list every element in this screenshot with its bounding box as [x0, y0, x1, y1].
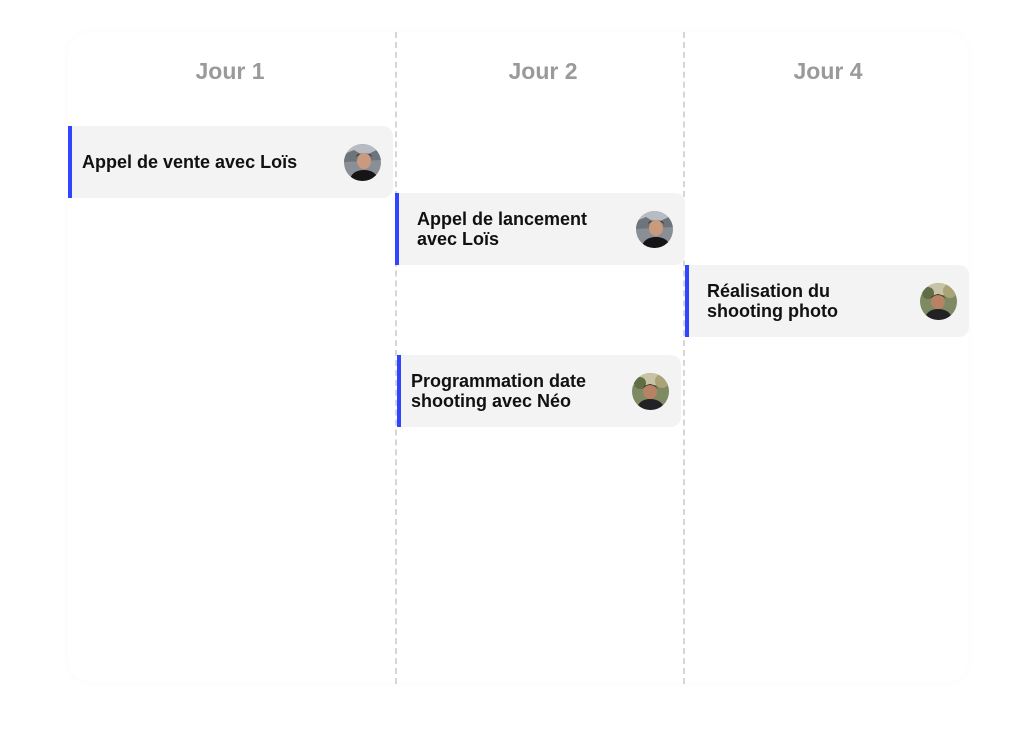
event-card-sales-call[interactable]: Appel de vente avec Loïs: [68, 126, 393, 198]
column-header-day-4: Jour 4: [793, 58, 863, 84]
event-title: Appel de vente avec Loïs: [82, 152, 298, 172]
event-card-photo-shoot[interactable]: Réalisation du shooting photo: [685, 265, 969, 337]
column-header-day-1: Jour 1: [195, 58, 265, 84]
event-title: Programmation date shooting avec Néo: [411, 371, 587, 411]
column-divider: [683, 32, 685, 684]
person-neo-avatar: [632, 372, 669, 410]
event-card-schedule-shoot[interactable]: Programmation date shooting avec Néo: [397, 355, 681, 427]
column-divider: [395, 32, 397, 684]
person-lois-avatar: [636, 210, 673, 248]
person-neo-avatar: [920, 282, 957, 320]
person-lois-avatar: [344, 143, 381, 181]
column-header-day-2: Jour 2: [508, 58, 578, 84]
event-title: Réalisation du shooting photo: [707, 281, 838, 321]
event-card-launch-call[interactable]: Appel de lancement avec Loïs: [395, 193, 685, 265]
event-title: Appel de lancement avec Loïs: [417, 209, 588, 249]
